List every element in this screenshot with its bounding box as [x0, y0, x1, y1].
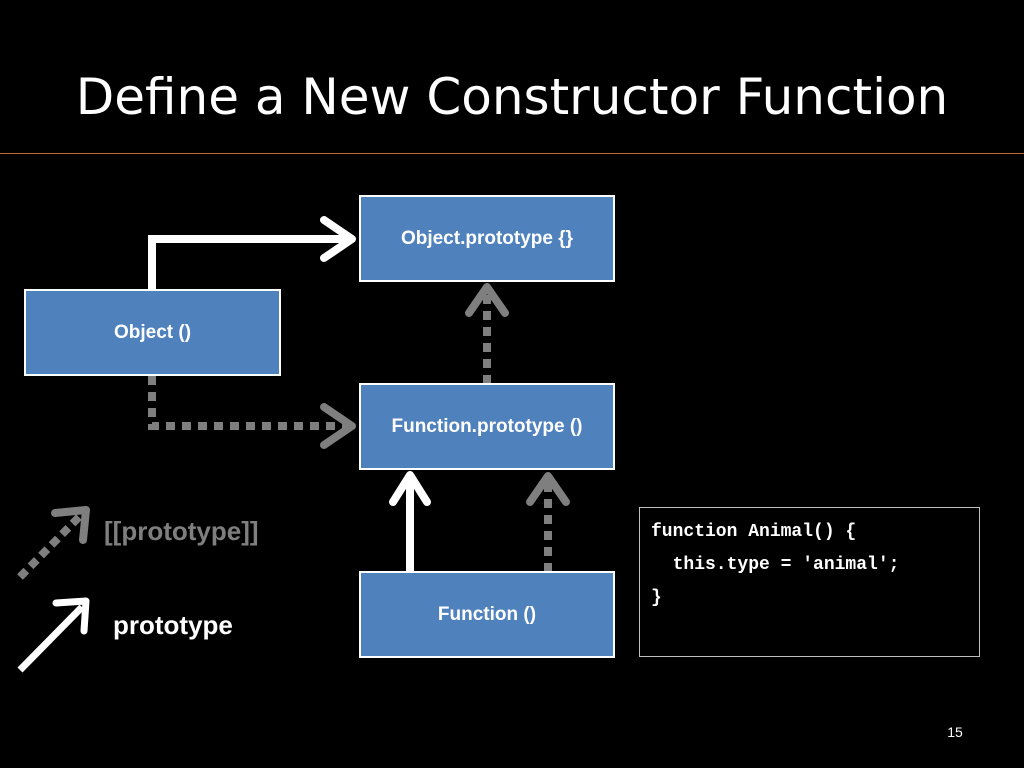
node-function-prototype: Function.prototype ()	[359, 383, 615, 470]
legend-solid-arrowhead-icon	[52, 597, 90, 635]
edge-object-to-object-prototype	[148, 235, 352, 290]
edge-function-prototype-to-object-prototype-arrowhead	[465, 283, 509, 317]
legend-internal-prototype-label: [[prototype]]	[104, 516, 259, 546]
node-function-constructor: Function ()	[359, 571, 615, 658]
legend-solid-arrow-icon	[17, 604, 85, 673]
legend-prototype-label: prototype	[113, 610, 233, 640]
edge-function-to-function-prototype-dotted-arrowhead	[526, 472, 570, 506]
edge-object-to-function-prototype	[148, 376, 350, 430]
code-line: this.type = 'animal';	[651, 555, 900, 575]
slide-title: Define a New Constructor Function	[75, 68, 949, 126]
code-line: function Animal() {	[651, 522, 857, 542]
legend-dotted-arrow-icon	[17, 513, 83, 580]
edge-object-to-function-prototype-arrowhead	[320, 403, 356, 449]
legend-dotted-arrowhead-icon	[51, 506, 90, 544]
code-line: }	[651, 588, 662, 608]
node-object-constructor: Object ()	[24, 289, 281, 376]
edge-object-to-object-prototype-arrowhead	[320, 216, 356, 262]
code-snippet: function Animal() { this.type = 'animal'…	[639, 507, 980, 657]
edge-function-to-function-prototype-solid-arrowhead	[389, 471, 431, 506]
page-number: 15	[947, 724, 963, 740]
title-divider	[0, 153, 1024, 154]
node-object-prototype: Object.prototype {}	[359, 195, 615, 282]
